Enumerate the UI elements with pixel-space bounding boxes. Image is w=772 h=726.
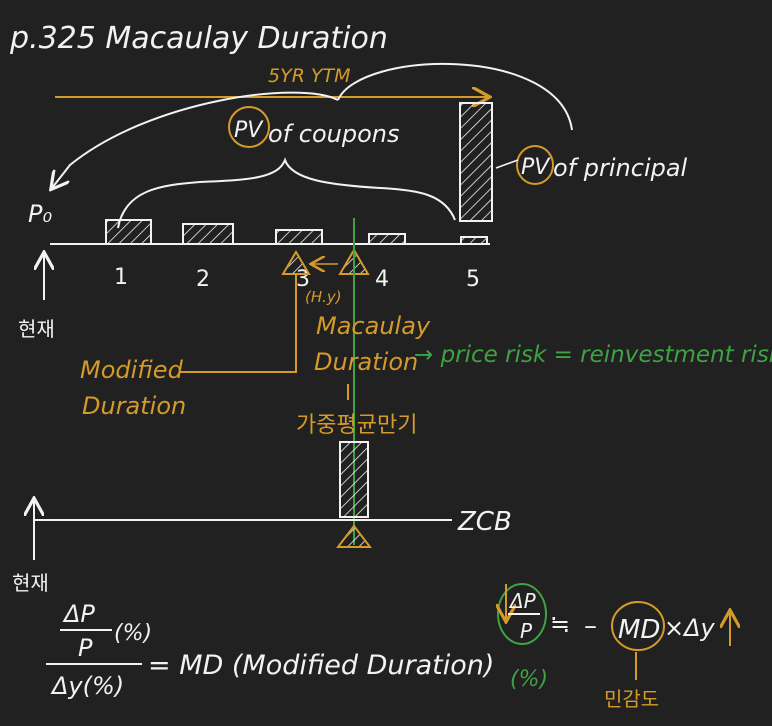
- ytm-label: 5YR YTM: [268, 65, 351, 87]
- weighted-avg-label: 가중평균만기: [296, 413, 417, 438]
- principal-link: [495, 159, 519, 169]
- hy-label: (H.y): [305, 288, 342, 306]
- coupon-bar-3: [275, 229, 323, 245]
- formula-right-num-top: ΔP: [508, 589, 537, 613]
- formula-right-percent: (%): [510, 667, 548, 692]
- coupon-bar-4: [368, 233, 406, 245]
- modified-label-line2: Duration: [82, 392, 186, 420]
- zcb-triangle: [335, 524, 373, 548]
- tick-1: 1: [114, 265, 128, 290]
- tick-2: 2: [196, 267, 210, 292]
- now-label-bottom: 현재: [12, 571, 49, 595]
- formula-right-num-bottom: P: [520, 619, 533, 643]
- pv-coupons-text: of coupons: [268, 120, 399, 148]
- tick-5: 5: [466, 267, 480, 292]
- md-circle: [611, 601, 665, 651]
- page-title: p.325 Macaulay Duration: [9, 21, 388, 56]
- pv-coupons-pv: PV: [234, 118, 264, 143]
- coupon-bar-2: [182, 223, 234, 245]
- formula-left-percent: (%): [114, 621, 152, 646]
- modified-connector: [180, 275, 297, 373]
- formula-left-denominator: Δy(%): [50, 672, 124, 700]
- pv-coupons-arrow: [52, 91, 339, 188]
- pv-principal-arc: [337, 63, 573, 131]
- pv-coupons-circle: [228, 106, 270, 148]
- formula-left-rhs: = MD (Modified Duration): [148, 650, 494, 681]
- zcb-label: ZCB: [457, 507, 512, 537]
- pv-principal-text: of principal: [553, 154, 688, 182]
- coupons-brace: [117, 157, 456, 229]
- sensitivity-label: 민감도: [604, 687, 659, 711]
- risk-note: → price risk = reinvestment risk: [414, 342, 772, 368]
- macaulay-label-line2: Duration: [314, 348, 418, 376]
- zcb-bar: [339, 441, 369, 518]
- p0-label: P₀: [28, 200, 52, 228]
- formula-right-minus: –: [584, 611, 597, 641]
- formula-right-times-dy: ×Δy: [664, 614, 716, 642]
- coupon-bar-5: [460, 236, 488, 245]
- pv-principal-pv: PV: [521, 155, 551, 180]
- principal-bar: [459, 102, 493, 222]
- coupon-bar-1: [105, 219, 152, 245]
- formula-left-num-bottom: P: [78, 634, 93, 662]
- modified-label-line1: Modified: [80, 356, 184, 384]
- modified-triangle: [281, 250, 311, 275]
- pv-principal-circle: [516, 145, 554, 185]
- formula-left-num-top: ΔP: [62, 600, 95, 628]
- formula-right-md: MD: [618, 615, 660, 645]
- macaulay-label-line1: Macaulay: [316, 312, 431, 340]
- tick-4: 4: [375, 267, 389, 292]
- now-label-top: 현재: [18, 317, 55, 341]
- formula-right-approx: ≒: [550, 610, 570, 638]
